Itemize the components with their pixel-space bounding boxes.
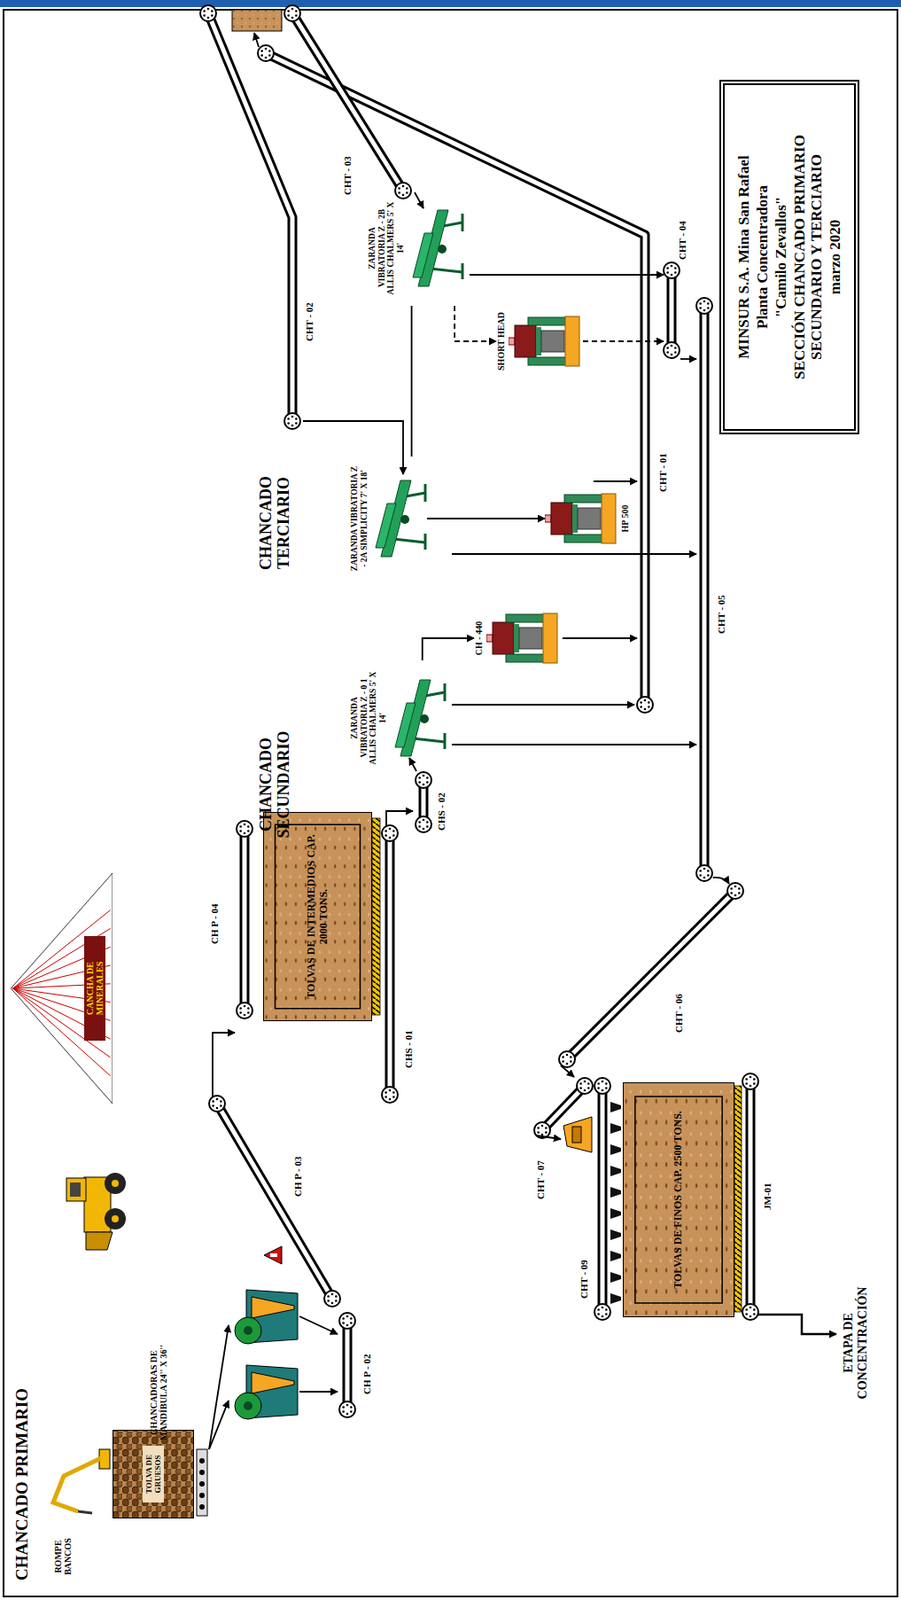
conveyor-label: CHT - 01 [657,452,668,492]
title-text: Planta Concentradora [753,97,771,417]
conveyor [594,1077,611,1320]
section-heading: CHANCADO PRIMARIO [12,1387,32,1580]
conveyor-label: CHT - 03 [341,155,353,195]
equipment-label: TOLVAS DE FINOS CAP. 2500 TONS. [672,1110,684,1289]
top-bar [0,0,901,8]
ore-stockpile: CANCHA DE MINERALES [8,872,113,1103]
conveyor-label: CH P - 04 [209,902,220,944]
equipment-label: SHORT HEAD [496,311,506,371]
conveyor [696,297,713,881]
conveyor-label: CHT - 09 [578,1258,590,1298]
equipment-label: CHANCADORAS DE MANDÍBULA 24'' X 36'' [148,1342,169,1442]
bin-gates [734,1085,742,1312]
rock-breaker [53,1448,110,1513]
conveyor-label: CHT - 05 [715,594,727,634]
conveyor-belts [200,5,759,1417]
flow-connector [422,637,474,661]
equipment-label: CANCHA DE MINERALES [84,935,106,1041]
page-frame [3,9,898,1596]
warning-sign [264,1245,282,1264]
vibrating-screen: ZARANDA VIBRATORIA Z - 0 1 ALLIS CHALMER… [349,660,447,776]
transfer-bin [232,9,282,32]
vibrating-screen: ZARANDA VIBRATORIA Z - 2A SIMPLICITY 7' … [349,456,428,581]
conveyor-label: JM-01 [761,1181,773,1210]
conveyor [663,262,680,358]
conveyor-label: CHT - 04 [676,220,688,260]
conveyor [742,1072,759,1320]
conveyor-label: CHS - 01 [403,1029,414,1068]
conveyor [381,824,398,1103]
equipment-label: CH - 440 [473,621,484,655]
equipment-label: TOLVA DE GRUESOS [142,1444,164,1502]
conveyor-label: CH P - 03 [292,1155,303,1197]
equipment-label: HP 500 [620,504,630,533]
title-block: MINSUR S.A. Mina San RafaelPlanta Concen… [719,79,860,435]
title-text: SECCIÓN CHANCADO PRIMARIO SECUNDARIO Y T… [791,97,825,417]
conveyor [559,882,744,1067]
equipment-label: ZARANDA VIBRATORIA Z - 2B ALLIS CHALMERS… [367,199,406,297]
screen-symbol [409,208,465,288]
conveyor [339,1312,356,1417]
front-loader [66,1172,126,1250]
vibrating-screen: ZARANDA VIBRATORIA Z - 2B ALLIS CHALMERS… [367,190,465,306]
coarse-ore-bin: TOLVA DE GRUESOS [112,1429,195,1518]
conveyor [200,5,301,429]
equipment-label: ROMPE BANCOS [53,1528,73,1584]
screen-symbol [372,478,428,559]
flow-connector [411,305,413,457]
conveyor-label: CHT - 02 [303,302,315,342]
conveyor [257,45,653,713]
crusher-symbol [508,314,582,368]
tripper-chutes [610,1101,622,1304]
conveyor-label: CHT - 07 [535,1159,546,1199]
cone-crusher: SHORT HEAD [496,305,582,377]
tripper [563,1116,592,1152]
crusher-symbol [544,491,618,545]
conveyor-label: CH P - 02 [361,1352,373,1394]
cone-crusher: HP 500 [544,487,630,550]
equipment-label: TOLVAS DE INTERMEDIOS CAP. 2000 TONS. [305,827,330,1005]
flow-connector [427,517,545,520]
conveyor-label: CHS - 02 [435,792,447,831]
flow-arrows [209,32,837,1449]
conveyor [415,771,432,832]
conveyor [209,1095,341,1306]
title-text: MINSUR S.A. Mina San Rafael [735,97,753,417]
bin-gates [372,817,381,1015]
jaw-crusher [234,1289,298,1344]
equipment-label: ZARANDA VIBRATORIA Z - 0 1 ALLIS CHALMER… [349,668,389,767]
conveyor-label: CHT - 06 [673,993,684,1033]
jaw-crusher [234,1364,298,1419]
intermediate-bin: TOLVAS DE INTERMEDIOS CAP. 2000 TONS. [263,811,373,1021]
conveyor [236,820,253,1018]
section-heading: CHANCADO SECUNDARIO [256,717,293,851]
screen-symbol [391,677,447,758]
title-text: marzo 2020 [826,97,844,417]
grizzly-feeder [196,1448,208,1515]
equipment-label: ZARANDA VIBRATORIA Z - 2A SIMPLICITY 7' … [349,465,369,572]
cone-crusher: CH - 440 [473,611,560,665]
fine-ore-bin: TOLVAS DE FINOS CAP. 2500 TONS. [622,1081,735,1317]
flow-connector [454,305,497,342]
stage-label: ETAPA DE CONCENTRACIÓN [841,1262,870,1422]
conveyor [534,1077,593,1138]
title-text: "Camilo Zevallos" [772,97,790,417]
crusher-symbol [486,611,560,665]
section-heading: CHANCADO TERCIARIO [256,456,293,590]
conveyor [284,5,412,199]
